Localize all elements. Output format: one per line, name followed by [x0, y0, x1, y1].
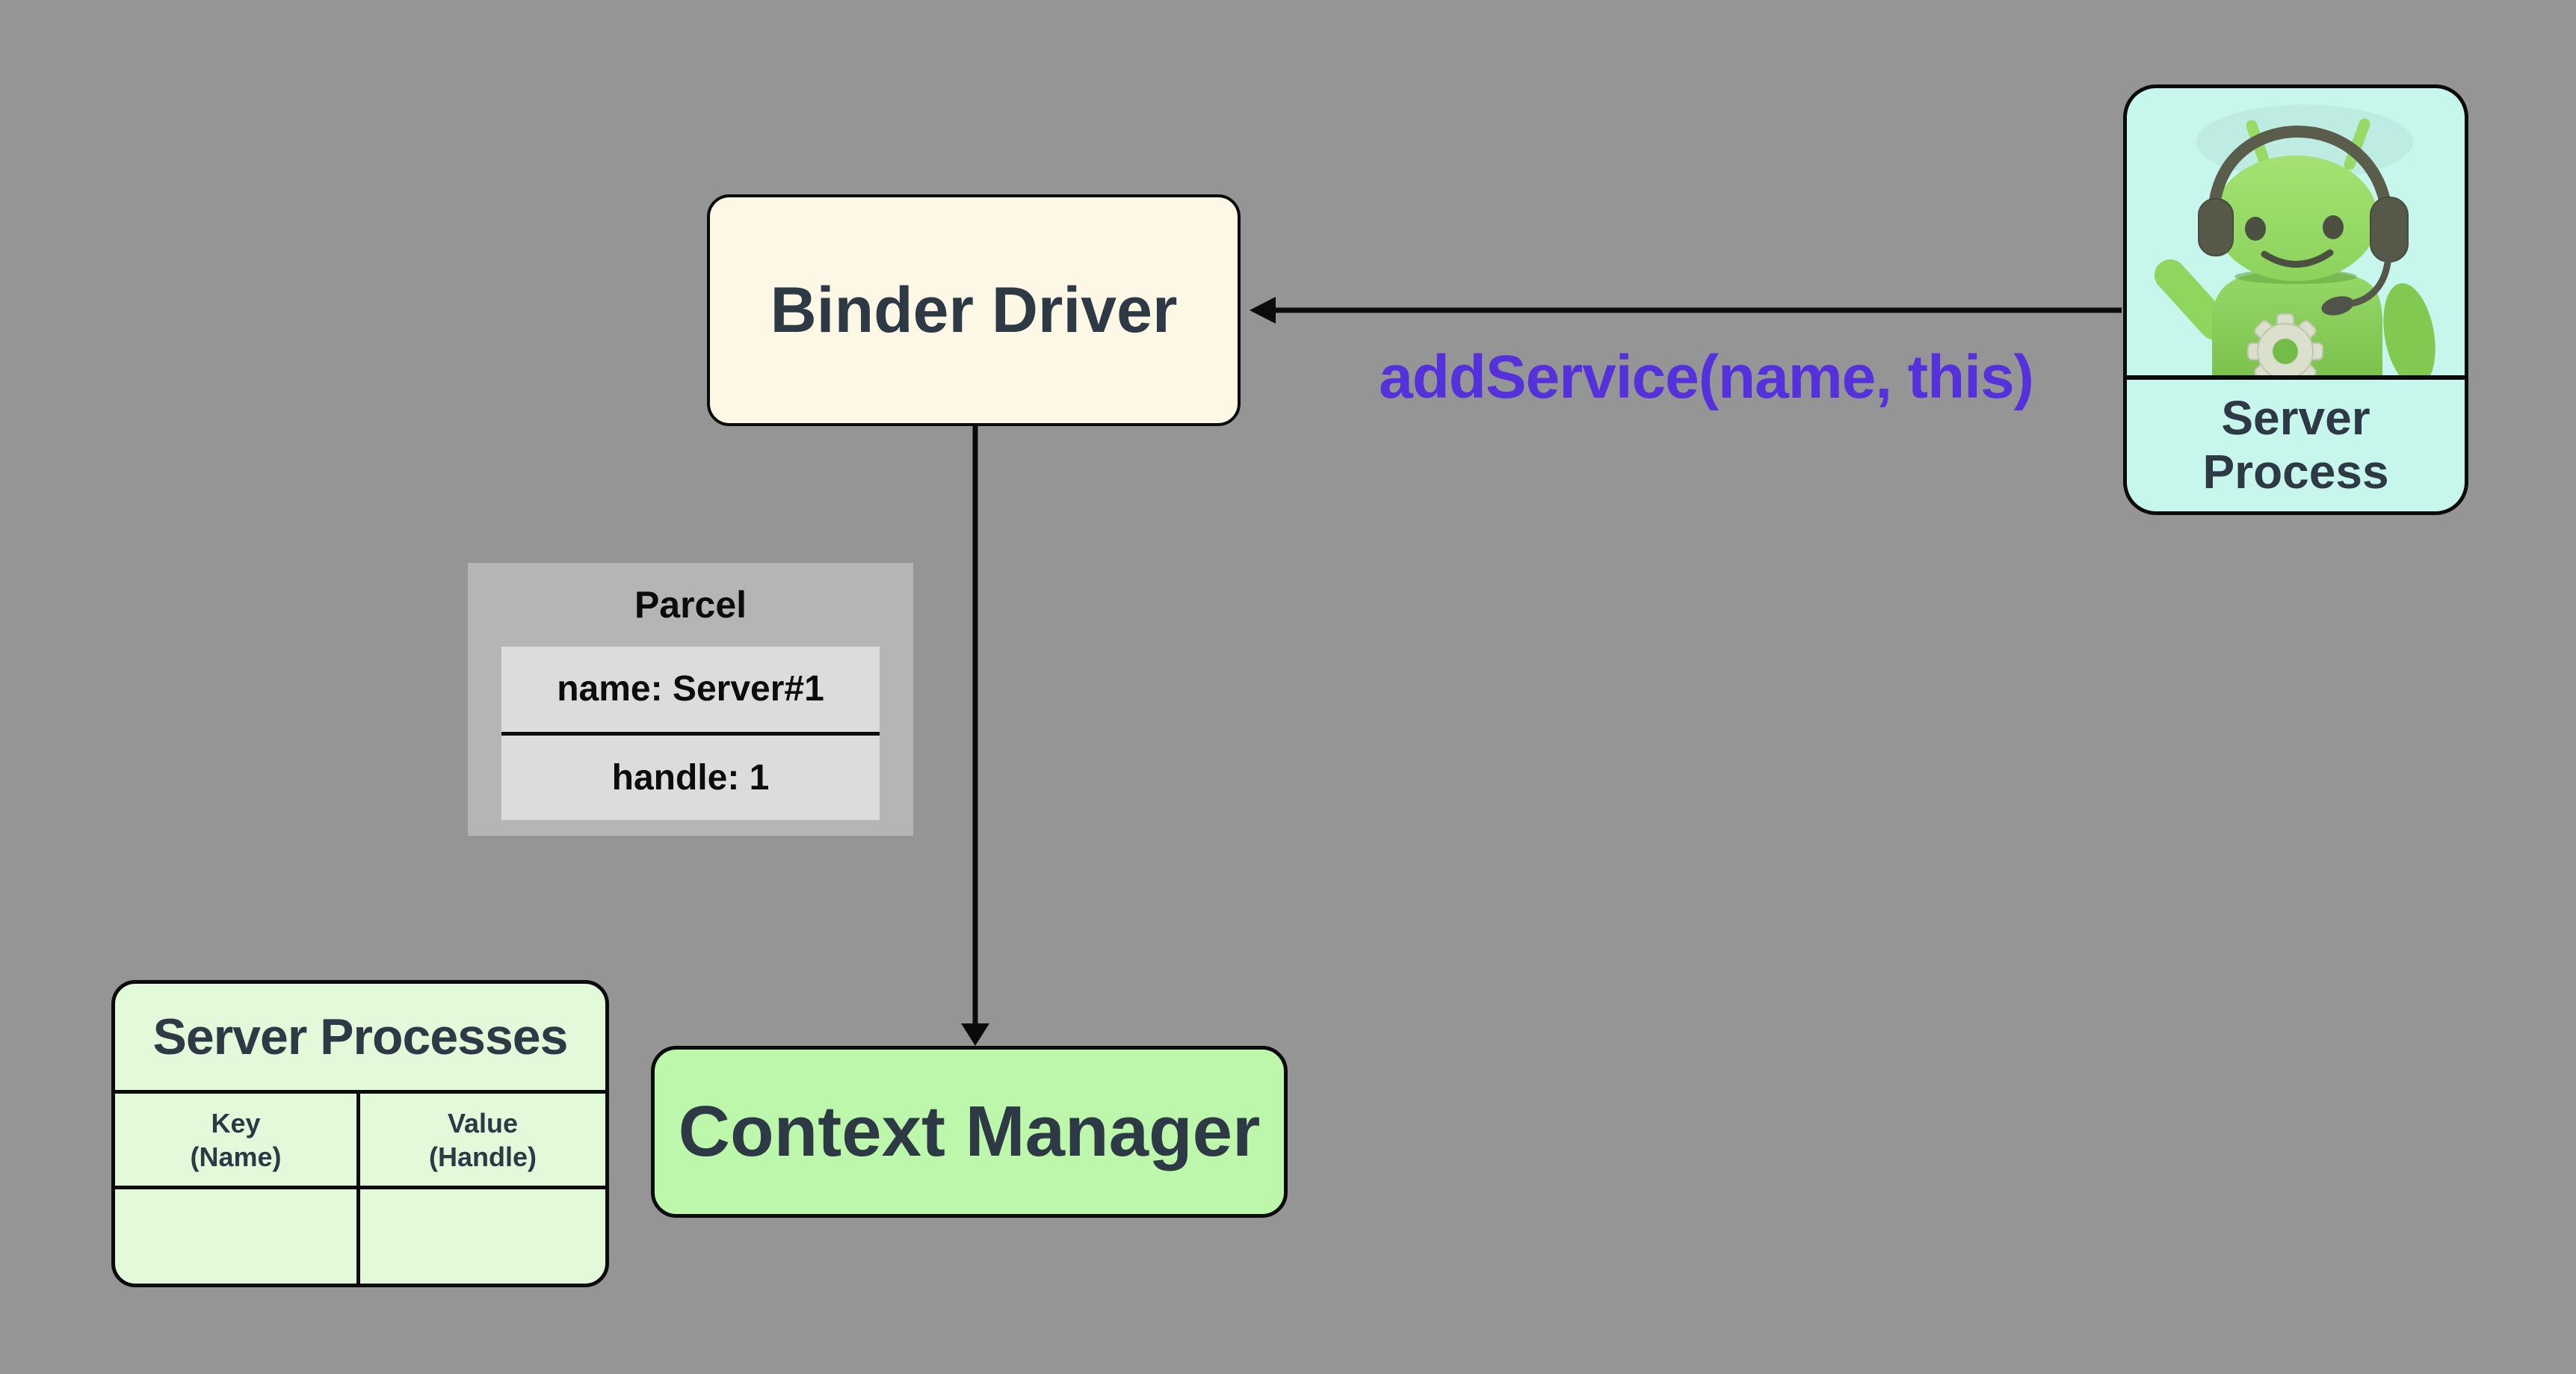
addservice-arrow-label: addService(name, this): [1379, 343, 2034, 411]
arrowhead-down-icon: [961, 1023, 989, 1046]
robot-face: [2245, 215, 2344, 268]
robot-head: [2214, 155, 2378, 281]
headset-icon: [2198, 126, 2409, 315]
arrowhead-left-icon: [1250, 297, 1276, 324]
android-robot-icon: [2155, 105, 2436, 375]
binder-driver-label: Binder Driver: [770, 274, 1178, 346]
parcel-fields: name: Server#1 handle: 1: [501, 647, 880, 820]
table-cell-value-empty: [360, 1189, 605, 1284]
table-header-value: Value (Handle): [360, 1094, 605, 1189]
server-processes-grid: Key (Name) Value (Handle): [115, 1090, 605, 1284]
server-processes-table: Server Processes Key (Name) Value (Handl…: [111, 980, 609, 1287]
arrow-addservice: [1250, 297, 2122, 324]
parcel-field-handle: handle: 1: [501, 731, 880, 821]
context-manager-box: Context Manager: [651, 1046, 1288, 1218]
parcel-field-name: name: Server#1: [557, 669, 824, 709]
server-process-picture: [2127, 88, 2465, 380]
context-manager-label: Context Manager: [678, 1091, 1261, 1171]
binder-driver-box: Binder Driver: [707, 194, 1241, 426]
parcel-box: Parcel name: Server#1 handle: 1: [468, 563, 913, 836]
server-process-card: Server Process: [2123, 84, 2468, 515]
gear-icon: [2247, 313, 2323, 375]
table-cell-key-empty: [115, 1189, 360, 1284]
arrow-binder-to-context: [961, 425, 989, 1046]
server-processes-title: Server Processes: [152, 1008, 569, 1065]
parcel-title: Parcel: [634, 584, 747, 626]
server-process-label: Server Process: [2202, 391, 2389, 499]
robot-right-arm: [2383, 283, 2436, 375]
table-header-key: Key (Name): [115, 1094, 360, 1189]
robot-waving-arm: [2155, 259, 2231, 340]
